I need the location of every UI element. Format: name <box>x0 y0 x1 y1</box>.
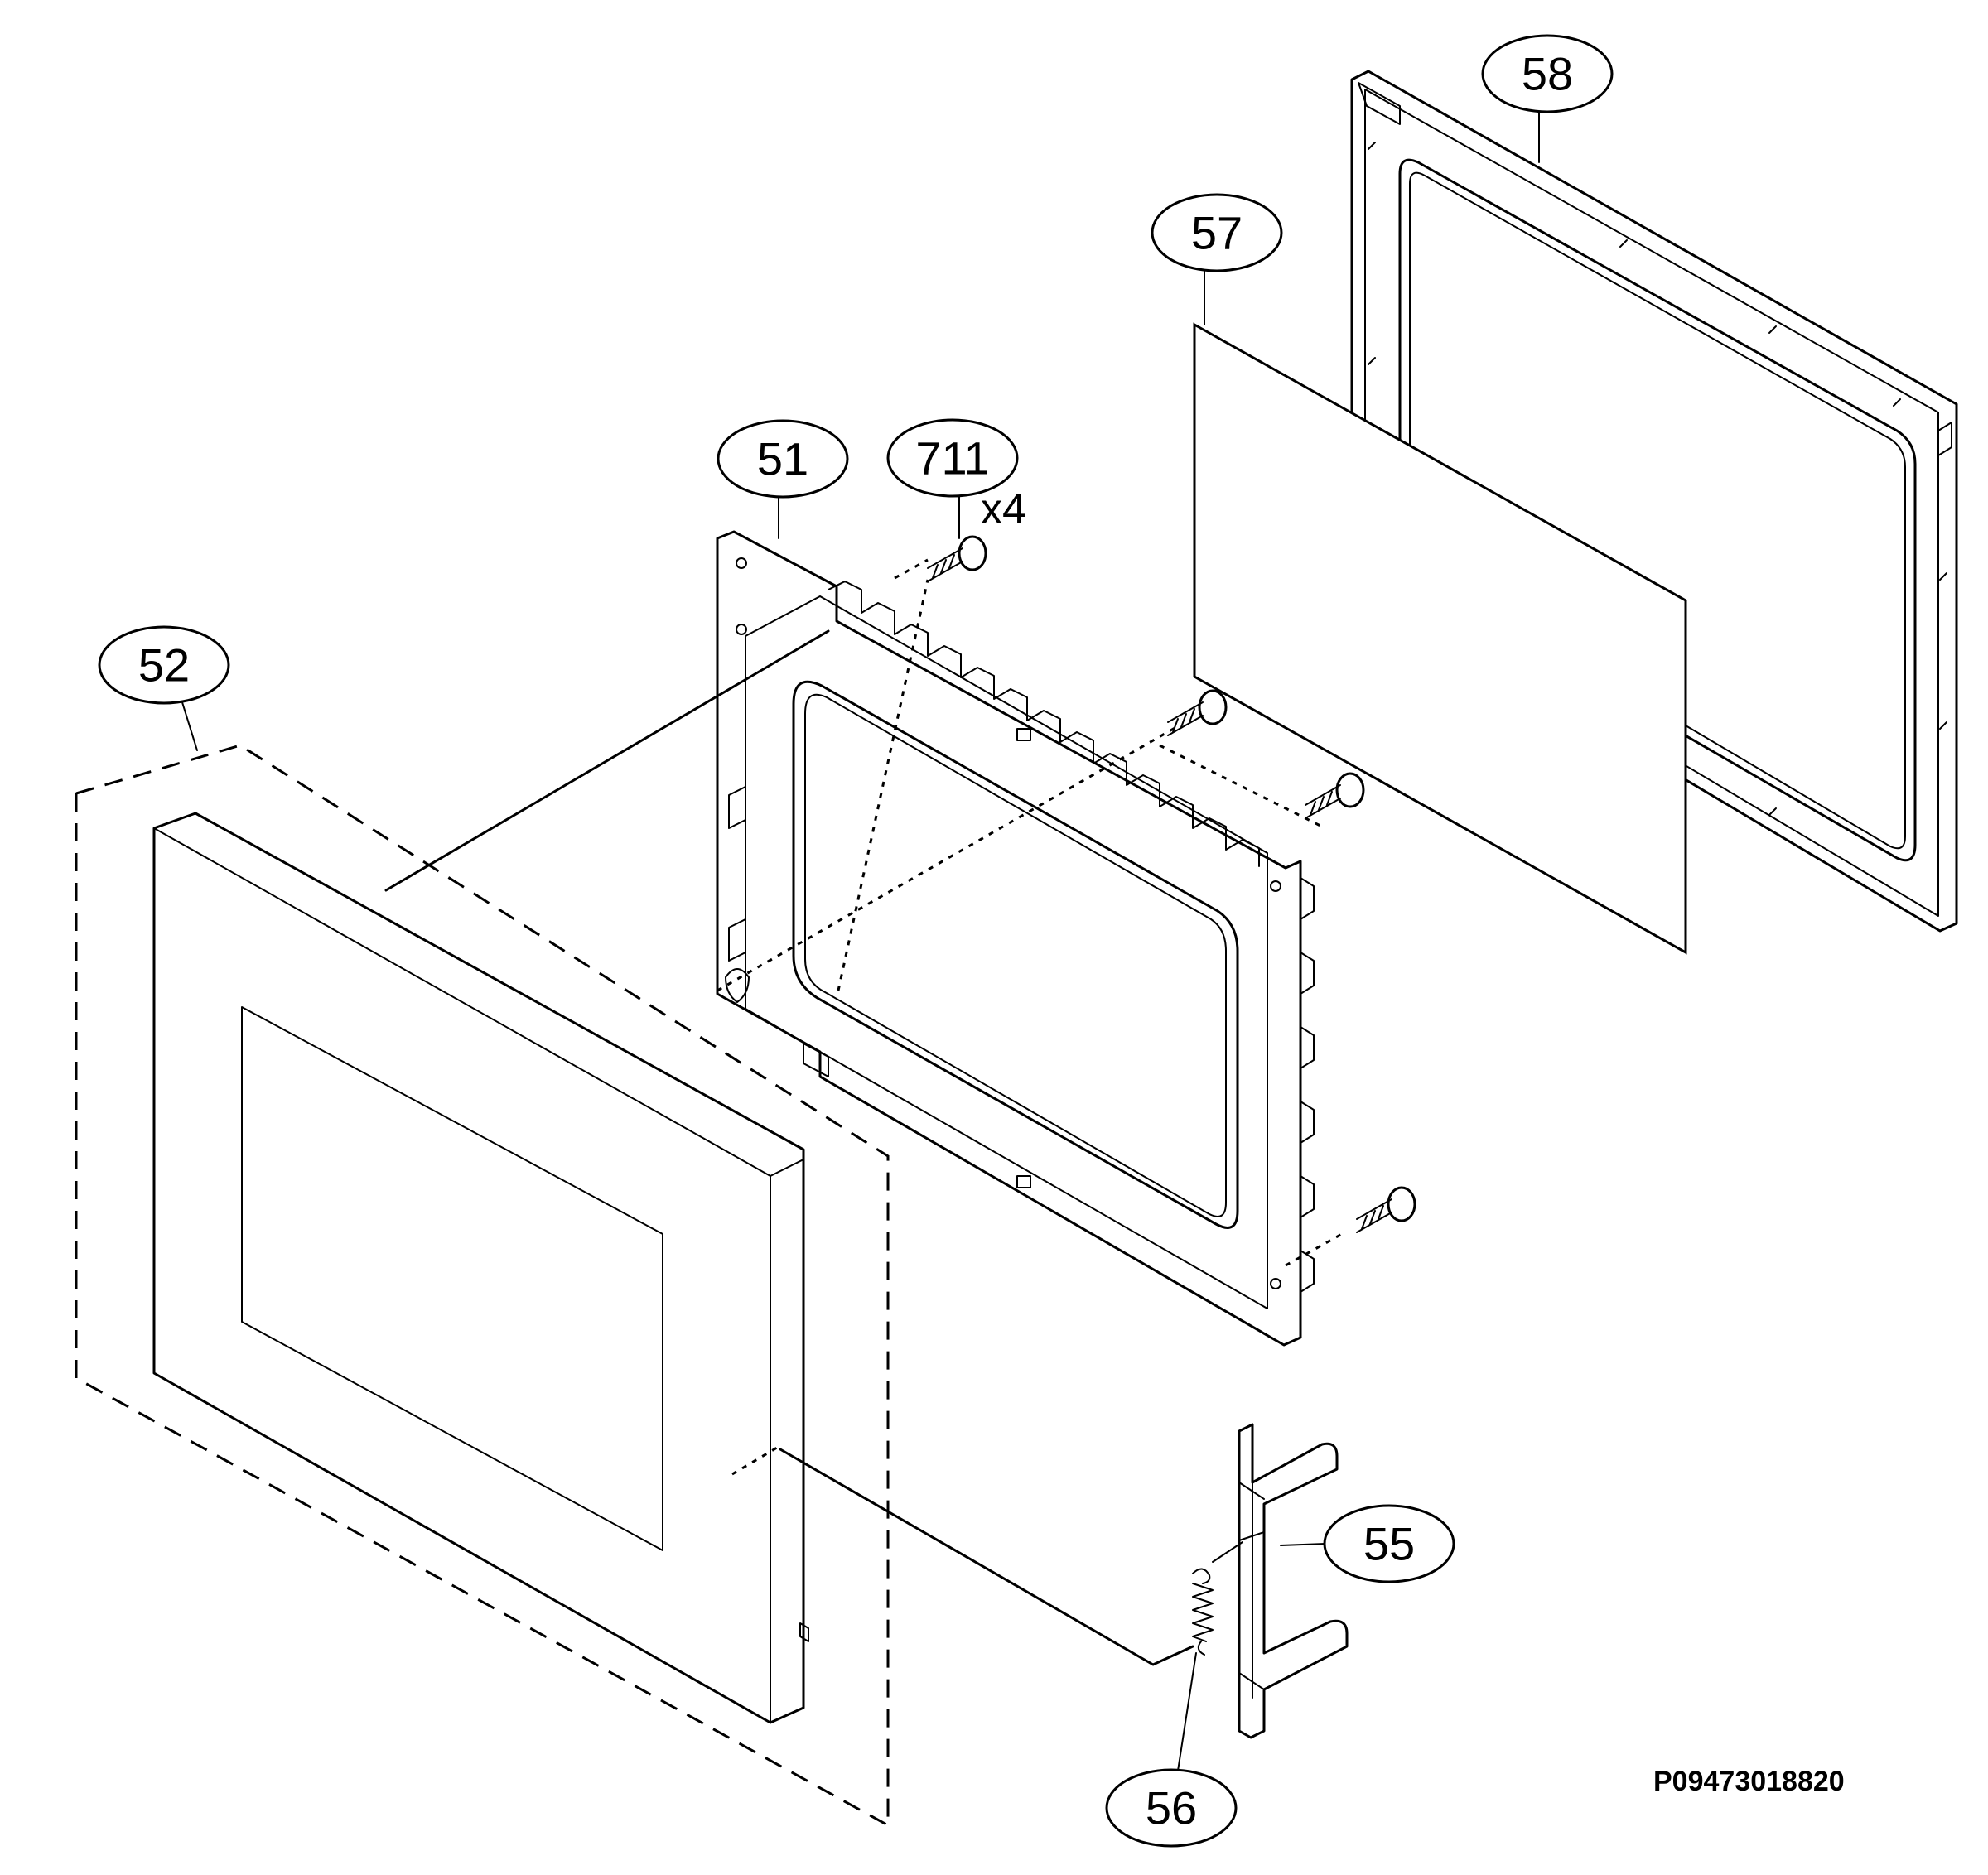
callout-58: 58 <box>1481 34 1614 113</box>
callout-711: 711 <box>886 418 1019 498</box>
part-55-latch <box>1238 1423 1349 1739</box>
callout-leaders <box>181 102 1540 1771</box>
callout-57: 57 <box>1151 193 1283 272</box>
screw-2 <box>1167 689 1228 736</box>
quantity-711-label: x4 <box>981 485 1026 533</box>
screw-1 <box>927 535 987 582</box>
callout-56: 56 <box>1105 1768 1238 1848</box>
part-52-door-assembly <box>75 744 890 1827</box>
part-51-inner-frame <box>716 530 1315 1347</box>
callout-55-label: 55 <box>1363 1518 1415 1570</box>
part-711-screws <box>927 535 1416 1233</box>
callout-52-label: 52 <box>138 639 190 692</box>
part-58-back-frame <box>1350 70 1958 933</box>
part-56-spring <box>1192 1541 1243 1656</box>
screw-3 <box>1305 772 1365 819</box>
callout-51: 51 <box>717 419 849 499</box>
part-57-glass-panel <box>1193 322 1687 955</box>
callout-51-label: 51 <box>757 433 808 485</box>
drawing-code: P09473018820 <box>1653 1766 1845 1797</box>
callout-56-label: 56 <box>1146 1782 1197 1834</box>
callout-58-label: 58 <box>1522 48 1573 100</box>
callout-57-label: 57 <box>1191 207 1242 259</box>
callout-55: 55 <box>1323 1504 1455 1583</box>
callout-52: 52 <box>98 625 230 705</box>
assembly-lines <box>384 558 1343 1666</box>
screw-4 <box>1356 1186 1416 1233</box>
callout-711-label: 711 <box>915 432 989 484</box>
